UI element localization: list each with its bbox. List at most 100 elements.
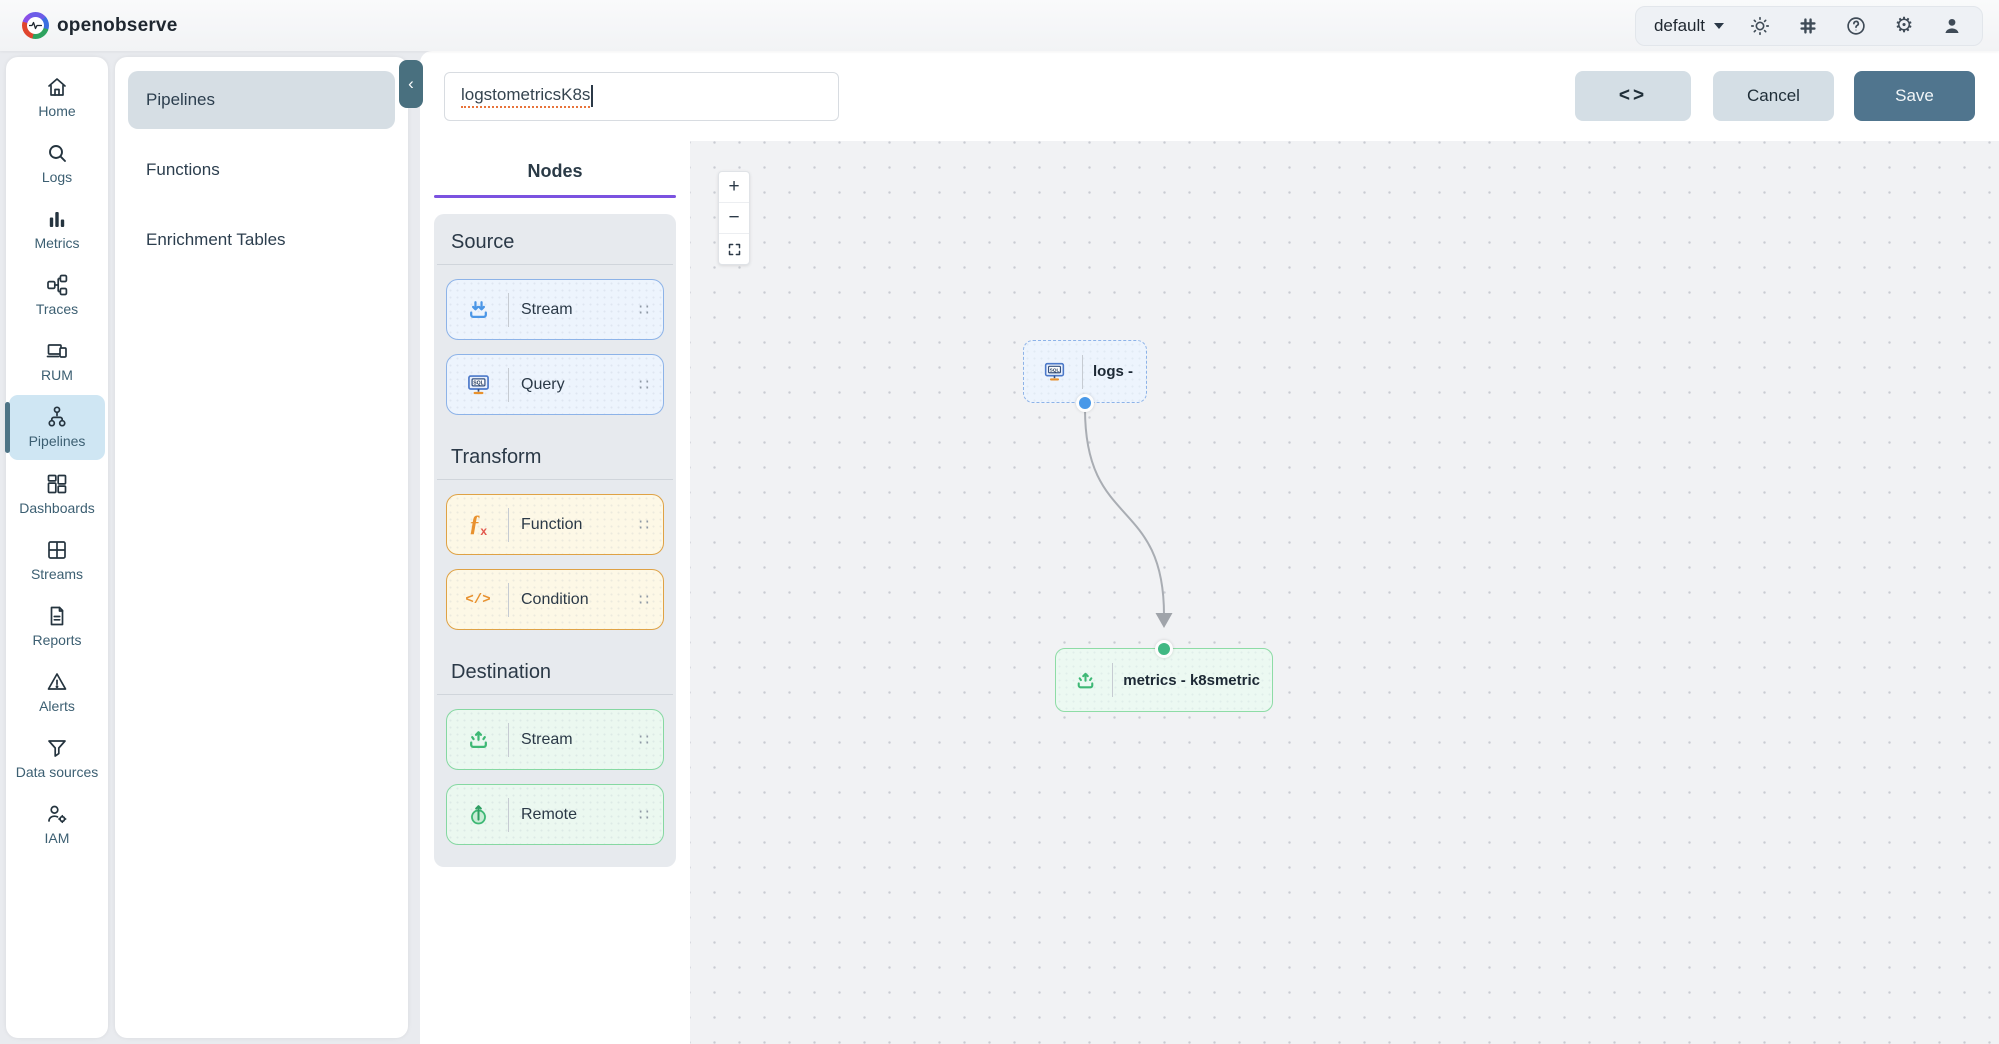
grid-table-icon bbox=[48, 540, 66, 559]
save-button[interactable]: Save bbox=[1854, 71, 1975, 121]
pipeline-name-input[interactable]: logstometricsK8s bbox=[444, 71, 839, 121]
sidebar-item-reports[interactable]: Reports bbox=[9, 594, 105, 658]
sql-query-icon: SQL bbox=[460, 371, 496, 398]
function-fx-icon: ƒx bbox=[468, 511, 488, 538]
subnav-item-label: Pipelines bbox=[146, 90, 215, 109]
tab-active-underline bbox=[434, 195, 676, 198]
node-label: metrics - k8smetric bbox=[1123, 671, 1260, 689]
zoom-out-button[interactable]: − bbox=[719, 203, 749, 234]
sql-query-icon: SQL bbox=[1036, 359, 1072, 384]
user-gear-icon bbox=[48, 805, 67, 824]
subnav-item-enrichment-tables[interactable]: Enrichment Tables bbox=[128, 211, 395, 269]
stream-output-icon bbox=[1068, 668, 1102, 693]
section-title-transform: Transform bbox=[437, 429, 673, 480]
trace-tree-icon bbox=[47, 274, 68, 296]
canvas-zoom-controls: + − bbox=[718, 171, 750, 265]
sidebar-item-rum[interactable]: RUM bbox=[9, 329, 105, 393]
divider bbox=[508, 367, 509, 402]
help-icon[interactable] bbox=[1844, 14, 1868, 38]
theme-light-icon[interactable] bbox=[1748, 14, 1772, 38]
edge-arrowhead-icon bbox=[1155, 613, 1173, 628]
dashboard-tiles-icon bbox=[47, 474, 67, 493]
chip-label: Condition bbox=[521, 590, 589, 608]
brand-name: openobserve bbox=[57, 14, 178, 36]
divider bbox=[1112, 663, 1114, 697]
palette-chip-function[interactable]: ƒx Function ∷ bbox=[446, 494, 664, 555]
sidebar-item-streams[interactable]: Streams bbox=[9, 528, 105, 592]
svg-text:SQL: SQL bbox=[473, 380, 484, 386]
cancel-button[interactable]: Cancel bbox=[1713, 71, 1834, 121]
divider bbox=[508, 582, 509, 617]
settings-gear-icon[interactable]: ⚙ bbox=[1894, 13, 1914, 37]
bar-chart-icon bbox=[49, 212, 65, 228]
save-button-label: Save bbox=[1895, 86, 1934, 105]
sidebar-item-traces[interactable]: Traces bbox=[9, 263, 105, 327]
drag-handle-icon[interactable]: ∷ bbox=[638, 591, 650, 609]
org-selector[interactable]: default bbox=[1654, 16, 1724, 36]
palette-chip-source-stream[interactable]: Stream ∷ bbox=[446, 279, 664, 340]
cancel-button-label: Cancel bbox=[1747, 86, 1800, 105]
palette-sections: Source Stream ∷ bbox=[434, 214, 676, 867]
sidebar-item-label: Alerts bbox=[39, 697, 75, 714]
sidebar-item-label: Streams bbox=[30, 565, 84, 582]
sidebar-item-label: Traces bbox=[35, 301, 79, 318]
sidebar-item-label: Data sources bbox=[15, 763, 99, 780]
remote-upload-icon bbox=[460, 801, 496, 828]
sidebar-item-home[interactable]: Home bbox=[9, 65, 105, 129]
zoom-in-button[interactable]: + bbox=[719, 172, 749, 203]
sidebar-item-pipelines[interactable]: Pipelines bbox=[5, 395, 105, 460]
sidebar-item-label: Metrics bbox=[34, 235, 80, 252]
palette-chip-remote[interactable]: Remote ∷ bbox=[446, 784, 664, 845]
input-port[interactable] bbox=[1155, 640, 1173, 658]
section-title-source: Source bbox=[437, 214, 673, 265]
palette-chip-dest-stream[interactable]: Stream ∷ bbox=[446, 709, 664, 770]
openobserve-logo-icon bbox=[22, 12, 49, 39]
svg-text:SQL: SQL bbox=[1049, 367, 1059, 373]
canvas-node-metrics[interactable]: metrics - k8smetric bbox=[1055, 648, 1273, 712]
tab-nodes[interactable]: Nodes bbox=[434, 149, 676, 195]
sidebar-item-metrics[interactable]: Metrics bbox=[9, 197, 105, 261]
funnel-icon bbox=[48, 740, 66, 757]
sidebar-item-label: Dashboards bbox=[19, 499, 95, 516]
edge-layer bbox=[1084, 408, 1173, 628]
editor-toolbar: logstometricsK8s <> Cancel Save bbox=[420, 51, 1999, 141]
org-selector-value: default bbox=[1653, 15, 1705, 35]
primary-sidebar: Home Logs Metrics Traces RUM bbox=[5, 57, 108, 1038]
drag-handle-icon[interactable]: ∷ bbox=[638, 376, 650, 394]
palette-chip-condition[interactable]: </> Condition ∷ bbox=[446, 569, 664, 630]
tab-nodes-label: Nodes bbox=[527, 161, 583, 181]
sidebar-item-dashboards[interactable]: Dashboards bbox=[9, 462, 105, 526]
canvas-node-logs[interactable]: SQL logs - bbox=[1023, 340, 1147, 403]
chevron-down-icon bbox=[1714, 22, 1724, 29]
subnav-item-pipelines[interactable]: Pipelines bbox=[128, 71, 395, 129]
drag-handle-icon[interactable]: ∷ bbox=[638, 806, 650, 824]
pipeline-edge bbox=[1084, 408, 1165, 616]
sidebar-item-data-sources[interactable]: Data sources bbox=[9, 726, 105, 790]
sidebar-item-iam[interactable]: IAM bbox=[9, 792, 105, 856]
drag-handle-icon[interactable]: ∷ bbox=[638, 516, 650, 534]
view-code-button[interactable]: <> bbox=[1575, 71, 1691, 121]
palette-chip-source-query[interactable]: SQL Query ∷ bbox=[446, 354, 664, 415]
chevron-left-icon: ‹ bbox=[408, 74, 414, 93]
sidebar-item-alerts[interactable]: Alerts bbox=[9, 660, 105, 724]
divider bbox=[1082, 354, 1083, 389]
pipeline-editor: logstometricsK8s <> Cancel Save Nodes So… bbox=[420, 51, 1999, 1044]
sidebar-item-label: Logs bbox=[41, 169, 73, 186]
top-bar: openobserve default ⚙ bbox=[0, 0, 1999, 51]
subnav-item-label: Enrichment Tables bbox=[146, 230, 286, 249]
chip-label: Stream bbox=[521, 300, 573, 318]
sidebar-item-label: Home bbox=[38, 103, 76, 119]
subnav-item-functions[interactable]: Functions bbox=[128, 141, 395, 199]
drag-handle-icon[interactable]: ∷ bbox=[638, 731, 650, 749]
fit-view-button[interactable] bbox=[719, 234, 749, 264]
minus-icon: − bbox=[728, 207, 740, 228]
user-icon[interactable] bbox=[1940, 14, 1964, 38]
sidebar-item-label: Pipelines bbox=[28, 433, 86, 450]
collapse-panel-button[interactable]: ‹ bbox=[399, 60, 423, 108]
sidebar-item-label: Reports bbox=[32, 631, 82, 648]
output-port[interactable] bbox=[1076, 394, 1094, 412]
pipeline-canvas[interactable]: + − bbox=[690, 141, 1999, 1044]
sidebar-item-logs[interactable]: Logs bbox=[9, 131, 105, 195]
slack-icon[interactable] bbox=[1796, 14, 1820, 38]
drag-handle-icon[interactable]: ∷ bbox=[638, 301, 650, 319]
